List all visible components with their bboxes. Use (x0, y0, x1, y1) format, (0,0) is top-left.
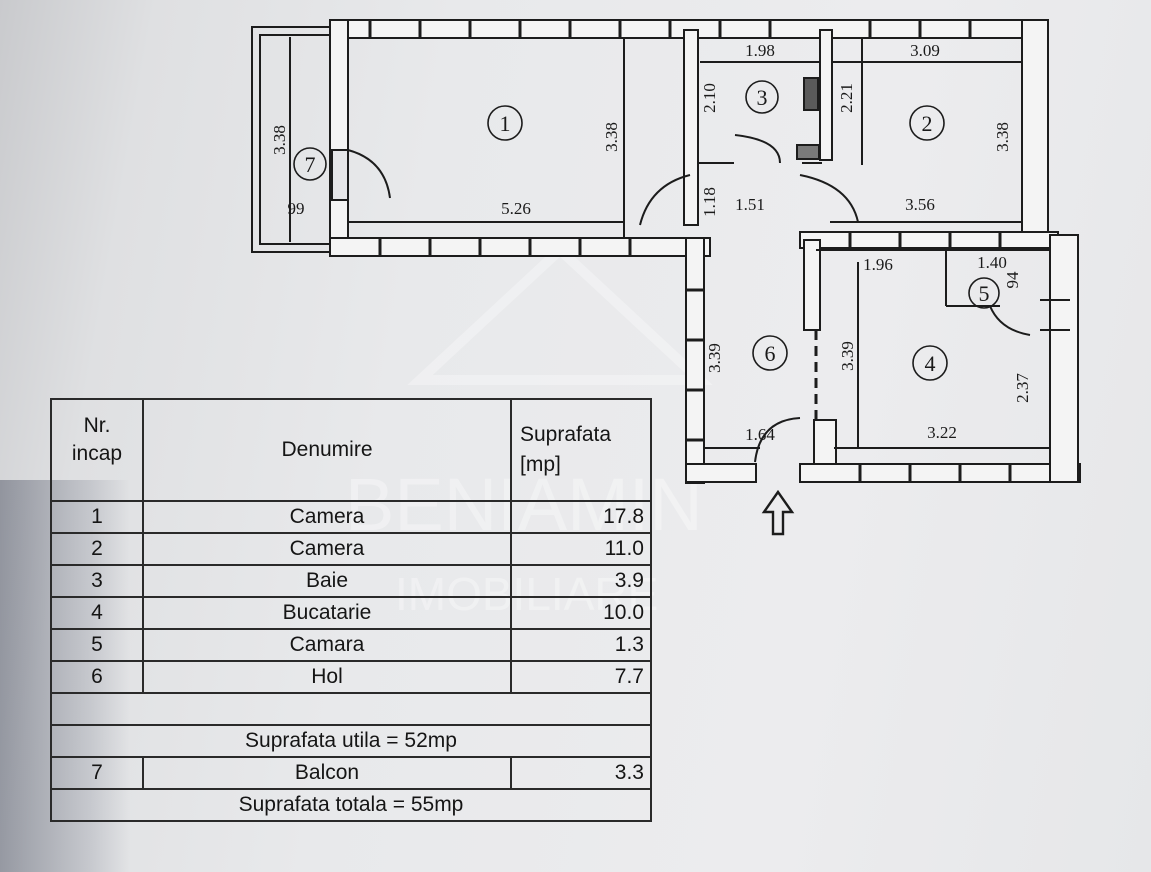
dim-room4-width: 3.22 (927, 423, 957, 442)
svg-text:3: 3 (757, 85, 768, 110)
useful-area-total: Suprafata utila = 52mp (50, 724, 652, 758)
room-5-label: 5 (968, 277, 1000, 309)
dim-room2-width: 3.56 (905, 195, 935, 214)
table-spacer-row (50, 692, 652, 726)
dim-room4-top: 1.96 (863, 255, 893, 274)
svg-text:1: 1 (500, 111, 511, 136)
dim-room2-top: 3.09 (910, 41, 940, 60)
dim-room1-height: 3.38 (602, 122, 621, 152)
lower-walls (685, 234, 1081, 484)
useful-area-row: Suprafata utila = 52mp (50, 724, 652, 758)
wall-hatching (368, 20, 1012, 482)
dim-hall-height: 3.39 (705, 343, 724, 373)
svg-text:6: 6 (765, 341, 776, 366)
svg-text:7: 7 (305, 152, 316, 177)
table-row: 6 Hol 7.7 (50, 660, 652, 694)
svg-text:2: 2 (922, 111, 933, 136)
table-row: 2 Camera 11.0 (50, 532, 652, 566)
door-swings (347, 134, 1031, 463)
dim-hall-depth: 1.18 (700, 187, 719, 217)
table-header: Nr.incap Denumire Suprafata[mp] (50, 398, 652, 502)
grand-total-row: Suprafata totala = 55mp (50, 788, 652, 822)
grand-total: Suprafata totala = 55mp (50, 788, 652, 822)
table-row: 4 Bucatarie 10.0 (50, 596, 652, 630)
dim-room2-height: 3.38 (993, 122, 1012, 152)
dim-room4-side: 2.37 (1013, 373, 1032, 403)
room-6-label: 6 (752, 335, 788, 371)
room-4-label: 4 (912, 345, 948, 381)
dim-room3-height: 2.10 (700, 83, 719, 113)
header-name: Denumire (142, 398, 512, 502)
dimension-labels: 3.38 3.38 5.26 99 1.98 2.10 2.21 3.09 3.… (270, 41, 1032, 444)
table-row: 5 Camara 1.3 (50, 628, 652, 662)
room-3-label: 3 (745, 80, 779, 114)
dim-room3-width: 1.98 (745, 41, 775, 60)
balcony-outline (251, 26, 333, 253)
dim-room5-width: 1.40 (977, 253, 1007, 272)
svg-text:4: 4 (925, 351, 936, 376)
room-7-label: 7 (293, 147, 327, 181)
dim-room5-height: 94 (1003, 271, 1022, 289)
dim-balcony-width: 99 (288, 199, 305, 218)
table-row: 3 Baie 3.9 (50, 564, 652, 598)
area-table: Nr.incap Denumire Suprafata[mp] 1 Camera… (50, 398, 652, 822)
dim-room3-side: 2.21 (837, 83, 856, 113)
room-1-label: 1 (487, 105, 523, 141)
dim-balcony-height: 3.38 (270, 125, 289, 155)
svg-text:5: 5 (979, 281, 990, 306)
dim-hall-width: 1.51 (735, 195, 765, 214)
table-row: 1 Camera 17.8 (50, 500, 652, 534)
room-labels: 1 2 3 4 5 6 7 (293, 80, 1000, 381)
balcony-row: 7 Balcon 3.3 (50, 756, 652, 790)
arrow-up-icon (761, 489, 795, 536)
header-nr: Nr.incap (50, 398, 144, 502)
room-2-label: 2 (909, 105, 945, 141)
header-area: Suprafata[mp] (510, 398, 652, 502)
dim-room4-height: 3.39 (838, 341, 857, 371)
dim-entrance-width: 1.64 (745, 425, 775, 444)
dim-room1-width: 5.26 (501, 199, 531, 218)
